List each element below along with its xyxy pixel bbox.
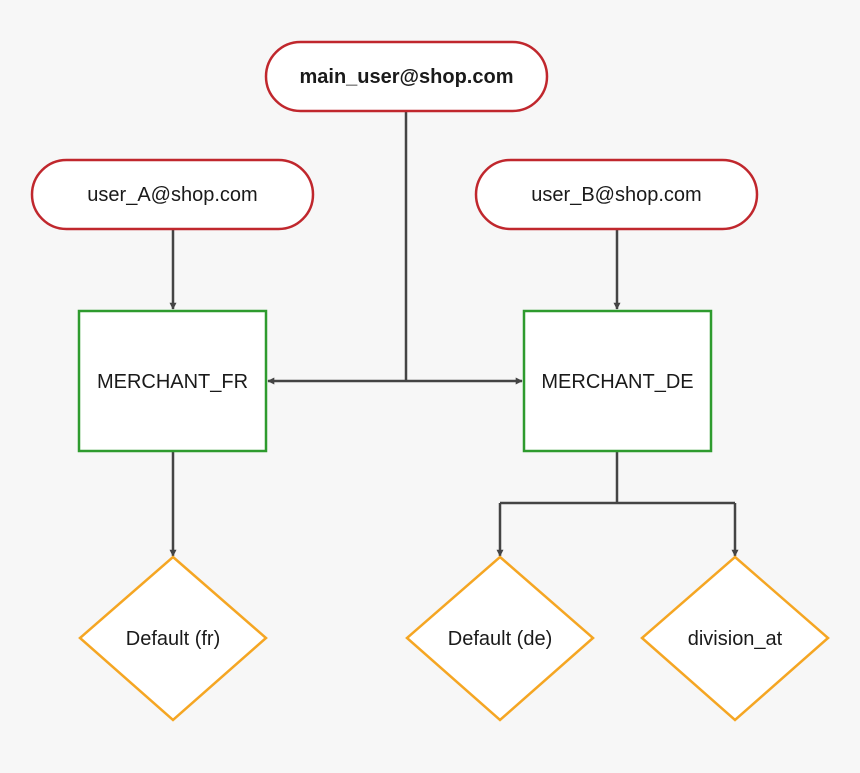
store-node-default-fr-label: Default (fr) bbox=[126, 628, 220, 650]
store-node-default-de: Default (de) bbox=[405, 555, 595, 722]
user-node-b: user_B@shop.com bbox=[474, 158, 759, 231]
store-node-default-fr: Default (fr) bbox=[78, 555, 268, 722]
store-node-division-at-shape bbox=[640, 555, 830, 722]
store-node-division-at-label: division_at bbox=[688, 628, 783, 650]
user-node-b-label: user_B@shop.com bbox=[531, 184, 701, 206]
merchant-node-fr-shape bbox=[77, 309, 268, 453]
user-node-main-shape bbox=[264, 40, 549, 113]
user-node-a-shape bbox=[30, 158, 315, 231]
connectors bbox=[169, 111, 739, 557]
user-node-main: main_user@shop.com bbox=[264, 40, 549, 113]
user-node-main-label: main_user@shop.com bbox=[299, 66, 513, 88]
merchant-node-fr: MERCHANT_FR bbox=[77, 309, 268, 453]
merchant-node-de: MERCHANT_DE bbox=[522, 309, 713, 453]
user-node-b-shape bbox=[474, 158, 759, 231]
store-node-default-de-label: Default (de) bbox=[448, 628, 553, 650]
user-node-a: user_A@shop.com bbox=[30, 158, 315, 231]
merchant-node-fr-label: MERCHANT_FR bbox=[97, 371, 248, 393]
store-node-default-de-shape bbox=[405, 555, 595, 722]
merchant-node-de-label: MERCHANT_DE bbox=[541, 371, 693, 393]
user-node-a-label: user_A@shop.com bbox=[87, 184, 257, 206]
store-node-default-fr-shape bbox=[78, 555, 268, 722]
store-node-division-at: division_at bbox=[640, 555, 830, 722]
merchant-node-de-shape bbox=[522, 309, 713, 453]
